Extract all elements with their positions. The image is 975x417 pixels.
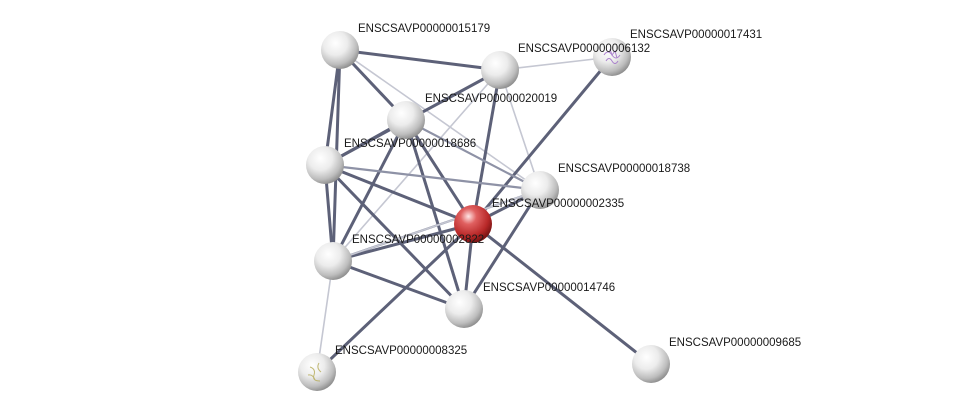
node-sphere[interactable] xyxy=(521,171,559,209)
node-label-20019: ENSCSAVP00000020019 xyxy=(425,93,557,105)
edge-6132-2822[interactable] xyxy=(332,69,501,262)
node-sphere[interactable] xyxy=(314,242,352,280)
node-label-8325: ENSCSAVP00000008325 xyxy=(335,345,467,357)
node-sphere[interactable] xyxy=(593,38,631,76)
edge-6132-18738[interactable] xyxy=(499,69,541,191)
edge-20019-2335[interactable] xyxy=(404,118,475,226)
nodes-layer xyxy=(298,31,670,391)
edge-15179-18686[interactable] xyxy=(323,48,342,167)
node-label-15179: ENSCSAVP00000015179 xyxy=(358,23,490,35)
edge-2335-2822[interactable] xyxy=(331,222,475,263)
node-label-18738: ENSCSAVP00000018738 xyxy=(558,163,690,175)
node-label-9685: ENSCSAVP00000009685 xyxy=(669,337,801,349)
node-6132[interactable] xyxy=(481,51,519,89)
node-sphere[interactable] xyxy=(481,51,519,89)
node-sphere[interactable] xyxy=(298,353,336,391)
edge-17431-2335[interactable] xyxy=(471,55,614,226)
node-20019[interactable] xyxy=(387,101,425,139)
node-18686[interactable] xyxy=(306,146,344,184)
node-8325[interactable] xyxy=(298,353,336,391)
node-sphere[interactable] xyxy=(445,290,483,328)
edge-20019-18738[interactable] xyxy=(404,118,542,192)
edge-18686-18738[interactable] xyxy=(323,163,542,192)
node-9685[interactable] xyxy=(632,345,670,383)
node-2335[interactable] xyxy=(454,205,492,243)
node-17431[interactable] xyxy=(593,38,631,76)
node-label-2335: ENSCSAVP00000002335 xyxy=(492,198,624,210)
edge-15179-6132[interactable] xyxy=(338,48,502,72)
node-label-2822: ENSCSAVP00000002822 xyxy=(352,234,484,246)
protein-structure-icon xyxy=(603,48,621,64)
protein-structure-icon xyxy=(307,362,322,382)
node-sphere[interactable] xyxy=(321,31,359,69)
edge-20019-2822[interactable] xyxy=(331,118,408,263)
node-14746[interactable] xyxy=(445,290,483,328)
labels-layer: ENSCSAVP00000015179ENSCSAVP00000006132EN… xyxy=(335,23,801,357)
node-2822[interactable] xyxy=(314,242,352,280)
node-label-6132: ENSCSAVP00000006132 xyxy=(518,43,650,55)
node-label-17431: ENSCSAVP00000017431 xyxy=(630,29,762,41)
edge-18738-14746[interactable] xyxy=(462,188,542,311)
query-node-sphere[interactable] xyxy=(454,205,492,243)
edge-18686-2335[interactable] xyxy=(323,163,475,226)
node-label-14746: ENSCSAVP00000014746 xyxy=(483,282,615,294)
edge-2335-9685[interactable] xyxy=(471,222,653,366)
edge-18686-14746[interactable] xyxy=(323,163,466,311)
edge-6132-2335[interactable] xyxy=(471,68,502,226)
node-15179[interactable] xyxy=(321,31,359,69)
node-18738[interactable] xyxy=(521,171,559,209)
node-label-18686: ENSCSAVP00000018686 xyxy=(344,138,476,150)
edge-2822-14746[interactable] xyxy=(331,259,466,311)
edge-15179-18738[interactable] xyxy=(339,49,541,191)
node-sphere[interactable] xyxy=(387,101,425,139)
node-sphere[interactable] xyxy=(306,146,344,184)
edge-2335-8325[interactable] xyxy=(315,222,475,374)
edge-20019-14746[interactable] xyxy=(404,118,466,311)
node-sphere[interactable] xyxy=(632,345,670,383)
edge-2822-18738[interactable] xyxy=(332,189,541,262)
